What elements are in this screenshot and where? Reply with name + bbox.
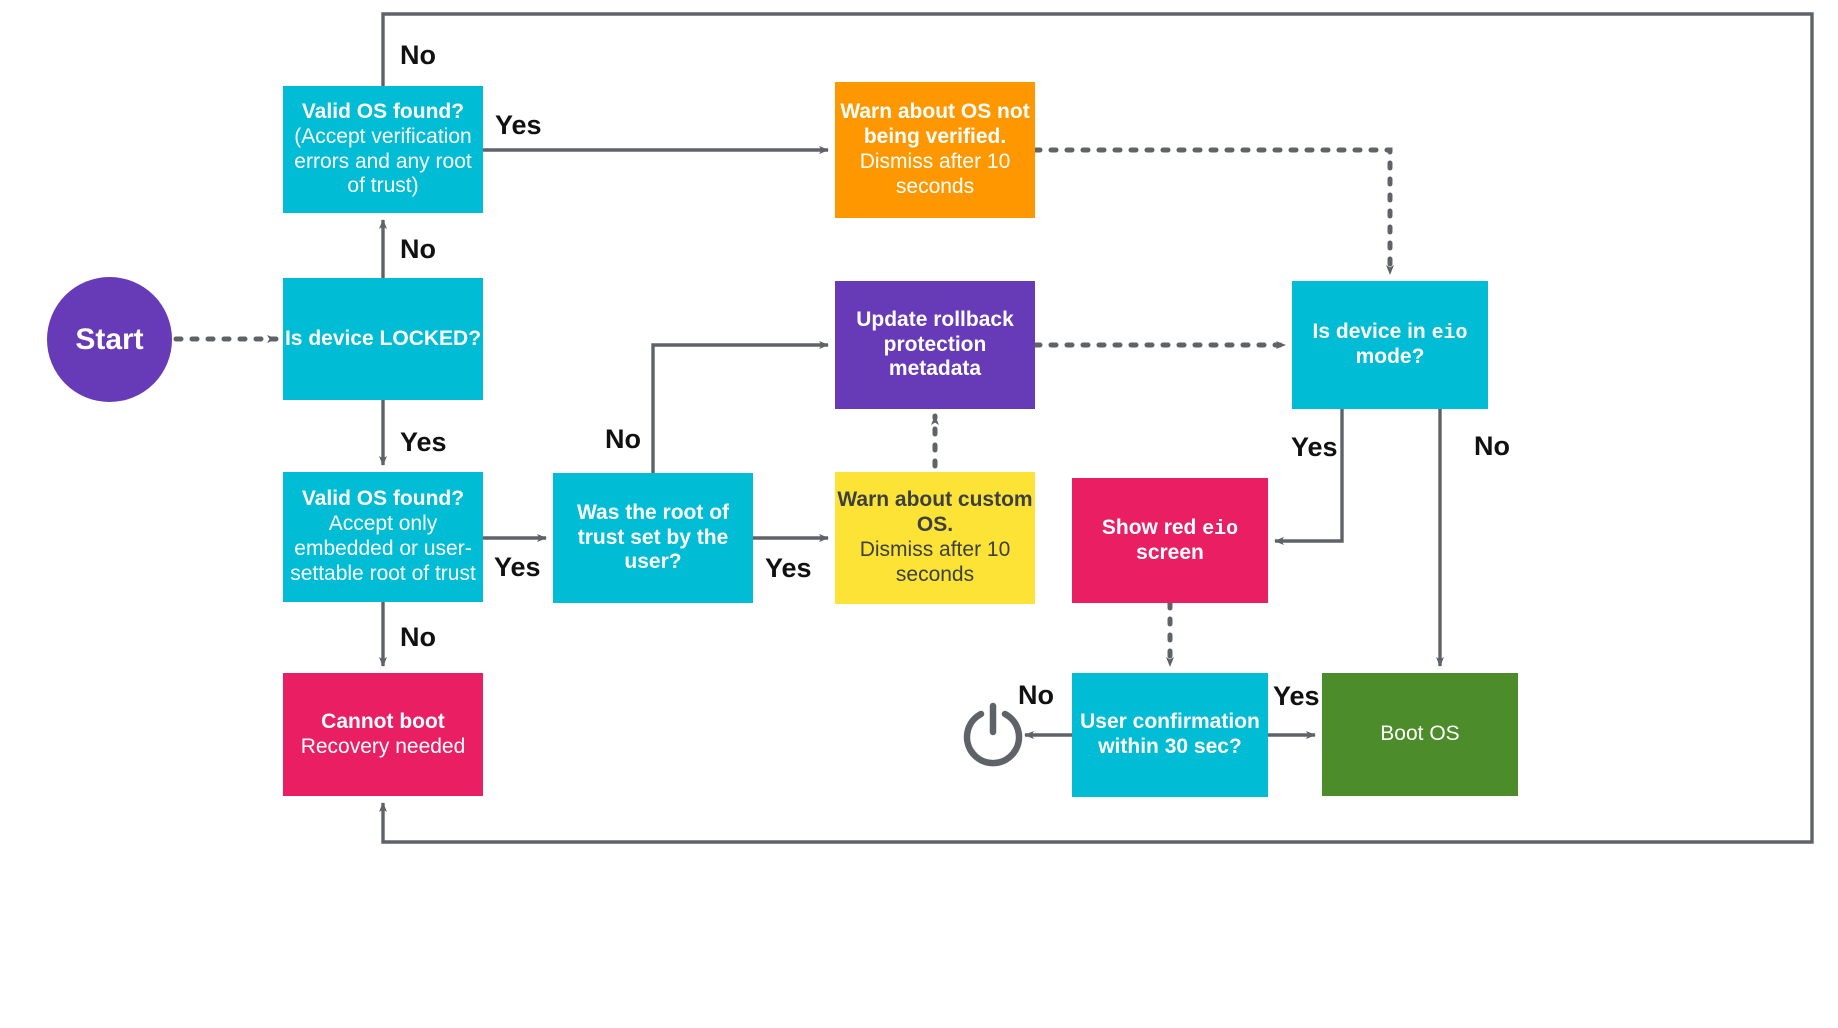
node-show-red-eio-title-code: eio: [1202, 516, 1239, 540]
node-valid-os-locked[interactable]: Valid OS found? Accept only embedded or …: [283, 472, 483, 602]
node-boot-os-title: Boot OS: [1380, 722, 1460, 746]
node-cannot-boot-subtitle: Recovery needed: [300, 734, 466, 758]
node-warn-custom-os-subtitle: Dismiss after 10 seconds: [859, 538, 1011, 586]
node-valid-os-unlocked-subtitle: (Accept verification errors and any root…: [294, 124, 472, 198]
node-is-device-eio-title-a: Is device in: [1312, 320, 1432, 344]
node-is-device-eio-title: Is device in eio mode?: [1292, 320, 1488, 370]
edge-label-yes-locked-down: Yes: [400, 427, 447, 457]
node-valid-os-locked-title: Valid OS found?: [301, 487, 465, 511]
node-user-confirmation-title: User confirmation within 30 sec?: [1080, 710, 1260, 758]
node-cannot-boot[interactable]: Cannot boot Recovery needed: [283, 673, 483, 796]
node-show-red-eio-title-b: screen: [1136, 540, 1204, 564]
node-is-device-locked-title: Is device LOCKED?: [284, 326, 482, 350]
node-show-red-eio-title-a: Show red: [1101, 515, 1203, 539]
node-is-device-eio[interactable]: Is device in eio mode?: [1292, 281, 1488, 409]
edge-label-yes-user-confirmation: Yes: [1273, 681, 1320, 711]
edge-label-no-valid-os-locked: No: [400, 622, 436, 652]
edge-label-no-locked-up: No: [400, 234, 436, 264]
node-warn-custom-os-title: Warn about custom OS.: [837, 488, 1033, 537]
edge-label-no-eio: No: [1474, 431, 1510, 461]
edge-rot-no-rollback: [651, 341, 829, 473]
node-cannot-boot-title: Cannot boot: [321, 709, 445, 733]
edge-label-no-root-of-trust: No: [605, 424, 641, 454]
edge-label-no-top-loop: No: [400, 40, 436, 70]
edge-label-yes-root-of-trust: Yes: [765, 553, 812, 583]
edge-validos-unlocked-no-loop: [379, 12, 1814, 844]
node-boot-os[interactable]: Boot OS: [1322, 673, 1518, 796]
node-is-device-locked[interactable]: Is device LOCKED?: [283, 278, 483, 400]
node-show-red-eio-title: Show red eio screen: [1072, 516, 1268, 566]
node-warn-not-verified[interactable]: Warn about OS not being verified. Dismis…: [835, 82, 1035, 218]
node-root-of-trust-by-user-title: Was the root of trust set by the user?: [576, 500, 730, 574]
edge-eio-yes-redscreen: [1274, 409, 1344, 545]
edge-label-yes-valid-os-locked: Yes: [494, 552, 541, 582]
node-show-red-eio[interactable]: Show red eio screen: [1072, 478, 1268, 603]
node-root-of-trust-by-user[interactable]: Was the root of trust set by the user?: [553, 473, 753, 603]
node-warn-not-verified-title: Warn about OS not being verified.: [840, 100, 1030, 149]
node-is-device-eio-title-code: eio: [1431, 321, 1468, 345]
edge-label-yes-eio: Yes: [1291, 432, 1338, 462]
node-update-rollback[interactable]: Update rollback protection metadata: [835, 281, 1035, 409]
edge-warnnotverified-eio: [1032, 147, 1394, 277]
node-warn-not-verified-subtitle: Dismiss after 10 seconds: [859, 150, 1011, 198]
node-valid-os-unlocked-title: Valid OS found?: [301, 99, 465, 123]
node-user-confirmation[interactable]: User confirmation within 30 sec?: [1072, 673, 1268, 797]
node-start[interactable]: Start: [47, 277, 172, 402]
edge-label-no-user-confirmation: No: [1018, 680, 1054, 710]
edge-label-yes-valid-os-unlocked: Yes: [495, 110, 542, 140]
node-valid-os-unlocked[interactable]: Valid OS found? (Accept verification err…: [283, 86, 483, 213]
node-update-rollback-title: Update rollback protection metadata: [856, 307, 1014, 381]
node-start-title: Start: [75, 322, 144, 356]
power-off-icon: [963, 702, 1023, 767]
node-is-device-eio-title-b: mode?: [1355, 345, 1425, 368]
node-warn-custom-os[interactable]: Warn about custom OS. Dismiss after 10 s…: [835, 472, 1035, 604]
node-valid-os-locked-subtitle: Accept only embedded or user-settable ro…: [290, 512, 476, 585]
